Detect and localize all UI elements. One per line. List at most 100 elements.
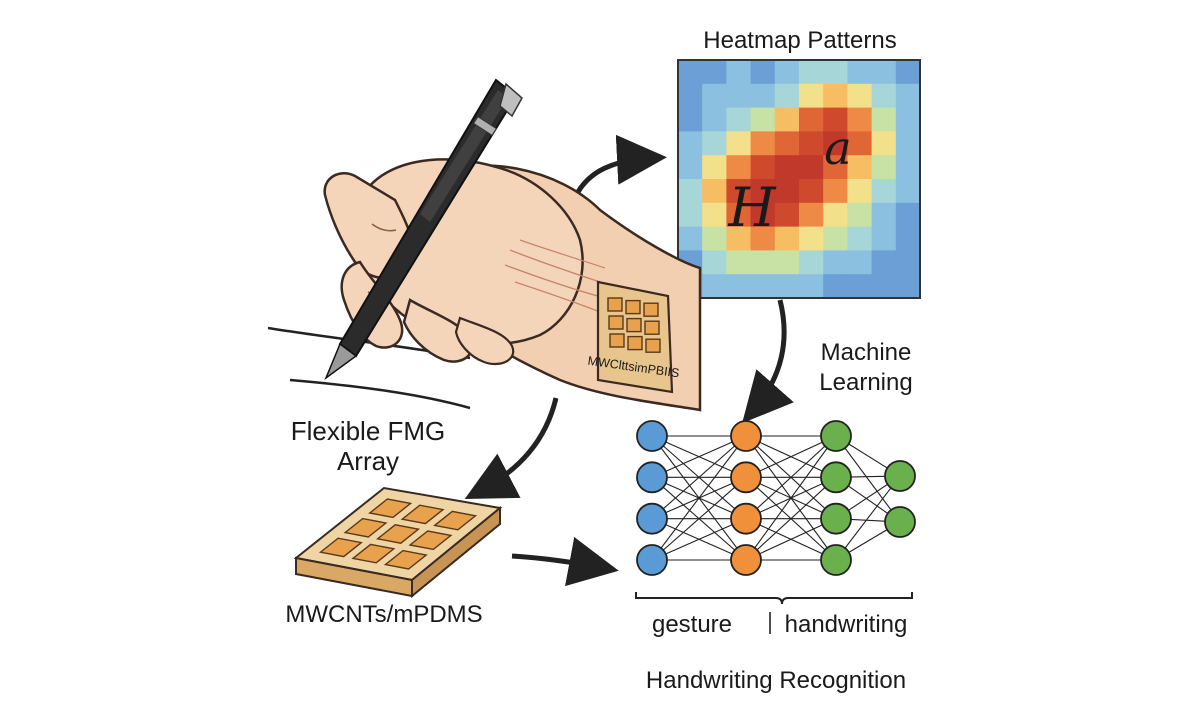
heatmap-cell (774, 131, 800, 156)
heatmap-cell (799, 250, 824, 275)
handwriting-label: handwriting (785, 611, 908, 638)
heatmap-cell (799, 60, 824, 85)
heatmap-title: Heatmap Patterns (703, 27, 896, 54)
wrist-sensor-pad (625, 299, 641, 315)
heatmap-cell (726, 274, 751, 299)
hidden-node (820, 461, 852, 494)
sensor-array-block (293, 486, 503, 599)
network-edge (651, 518, 747, 561)
array-sensor-pad (433, 510, 478, 531)
heatmap-cell (847, 274, 872, 299)
arrow-wrist-to-array (464, 397, 559, 499)
heatmap-cell (847, 83, 872, 108)
heatmap-cell (774, 107, 800, 132)
hidden-node (730, 544, 762, 576)
heatmap-cell (871, 179, 897, 204)
hidden-node (730, 461, 762, 494)
heatmap-cell (726, 250, 751, 275)
heatmap-cell (678, 202, 703, 227)
heatmap-cell (871, 226, 897, 251)
writing-stroke-line (289, 378, 471, 410)
gesture-label: gesture (652, 611, 732, 638)
array-sensor-pad (383, 549, 428, 570)
flexible-array-label-line2: Array (337, 446, 399, 476)
heatmap-cell (895, 179, 921, 204)
heatmap-cell (823, 155, 848, 180)
heatmap-cell (774, 226, 800, 251)
heatmap-cell (847, 131, 872, 156)
heatmap-cell (774, 60, 800, 85)
network-edge (651, 435, 747, 478)
heatmap-cell (702, 202, 727, 227)
material-label: MWCNTs/mPDMS (285, 601, 482, 628)
heatmap-cell (823, 60, 848, 85)
heatmap-cell (702, 250, 727, 275)
heatmap-cell (678, 226, 703, 251)
wrist-sensor-pad (626, 317, 642, 333)
heatmap-cell (847, 250, 872, 275)
wrist-sensor-patch: MWClttsimPBIIS (587, 280, 680, 394)
network-edge (745, 518, 837, 561)
heatmap-cell (799, 107, 824, 132)
heatmap-cell (750, 274, 776, 299)
heatmap-cell (702, 226, 727, 251)
heatmap-cell (799, 274, 824, 299)
hidden-node (820, 544, 852, 576)
input-node (636, 461, 668, 494)
heatmap-cell (847, 179, 872, 204)
hidden-node (730, 502, 762, 535)
flexible-array-label-line1: Flexible FMG (291, 416, 446, 446)
heatmap-cell (895, 83, 921, 108)
heatmap-cell (702, 83, 727, 108)
heatmap-cell (895, 60, 921, 85)
network-edge (651, 435, 747, 520)
heatmap-cell (799, 179, 824, 204)
array-sensor-pad (408, 530, 453, 551)
heatmap-cell (726, 202, 751, 227)
hidden-node (820, 420, 852, 452)
network-edge (745, 476, 837, 561)
heatmap-cell (726, 83, 751, 108)
machine-learning-label-line2: Learning (819, 369, 912, 396)
heatmap-cell (750, 155, 776, 180)
heatmap-cell (823, 179, 848, 204)
heatmap-letter-a: a (824, 121, 851, 175)
heatmap-cell (678, 131, 703, 156)
heatmap-cell (702, 155, 727, 180)
array-sensor-pad (375, 524, 421, 544)
heatmap-cell (774, 155, 800, 180)
network-edge (835, 475, 901, 561)
heatmap-frame (677, 59, 921, 299)
heatmap-cell (895, 107, 921, 132)
output-node (884, 460, 916, 492)
network-edge (745, 435, 837, 520)
hidden-node (820, 502, 852, 535)
pen-illustration (324, 78, 523, 381)
wrist-sensor-pad (608, 315, 624, 330)
heatmap-cell (750, 226, 776, 251)
heatmap-cell (895, 131, 921, 156)
heatmap-cell (750, 83, 776, 108)
heatmap-cell (678, 155, 703, 180)
heatmap-cell (678, 179, 703, 204)
heatmap-cell (774, 83, 800, 108)
heatmap-cell (750, 202, 776, 227)
network-brace (635, 592, 913, 605)
heatmap-image (678, 60, 921, 299)
heatmap-cell (895, 226, 921, 251)
array-sensor-pad (343, 517, 388, 538)
heatmap-cell (726, 155, 751, 180)
heatmap-cell (823, 107, 848, 132)
heatmap-cell (823, 83, 848, 108)
heatmap-cell (799, 226, 824, 251)
heatmap-cell (823, 226, 848, 251)
heatmap-cell (702, 107, 727, 132)
heatmap-cell (895, 155, 921, 180)
neural-network (636, 420, 916, 576)
input-node (636, 544, 668, 576)
heatmap-cell (847, 226, 872, 251)
array-sensor-pad (351, 543, 396, 564)
heatmap-cell (871, 83, 897, 108)
network-edge (651, 476, 747, 561)
